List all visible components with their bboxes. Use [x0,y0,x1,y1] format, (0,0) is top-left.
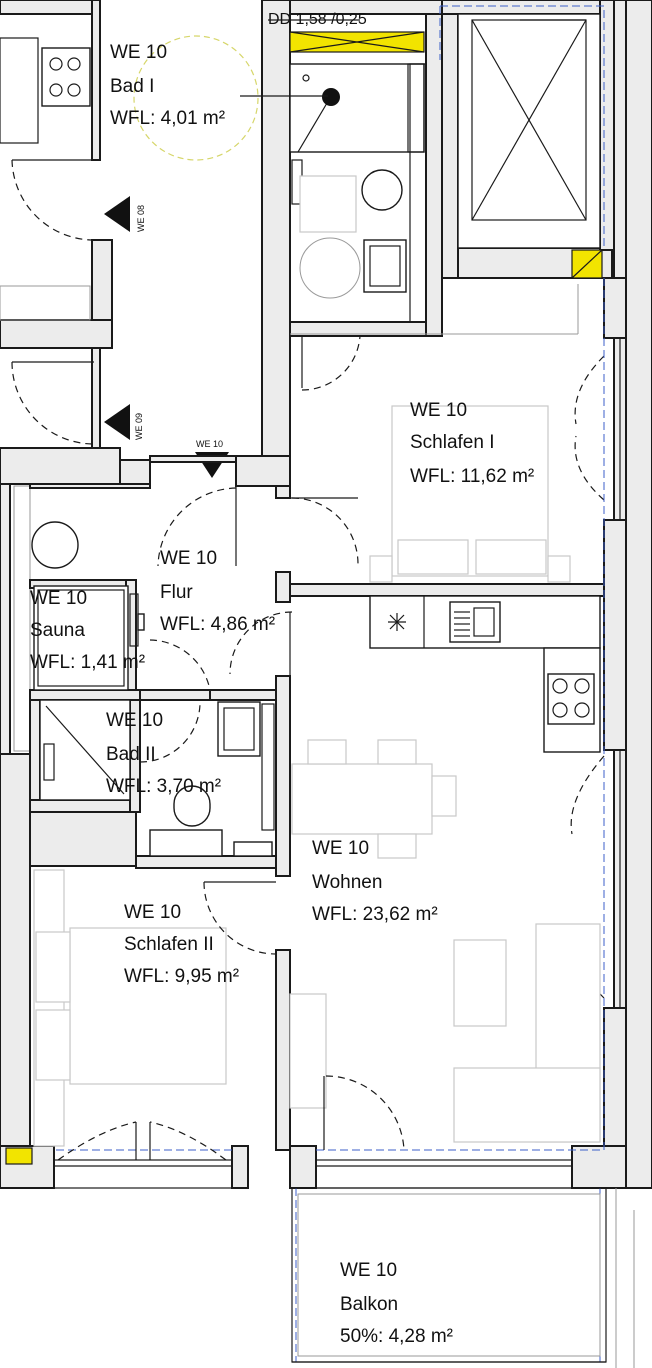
bad1-fixtures [240,63,427,323]
flur-round-table [31,521,79,569]
svg-text:Bad I: Bad I [110,76,154,97]
walls [0,0,652,1189]
bad2-fixtures [39,699,275,857]
balcony [291,1187,635,1368]
sauna-cabin [33,585,145,691]
room-label-bad1: WE 10 Bad I WFL: 4,01 m² [110,42,225,129]
svg-text:WE 10: WE 10 [106,710,163,731]
svg-text:WFL: 11,62 m²: WFL: 11,62 m² [410,466,534,487]
svg-text:WE 10: WE 10 [124,902,181,923]
svg-text:WFL: 23,62 m²: WFL: 23,62 m² [312,904,438,925]
svg-text:Schlafen II: Schlafen II [124,934,214,955]
bad2-door [139,699,201,763]
svg-text:WE 10: WE 10 [110,42,167,63]
bad1-turn-circle [133,35,259,161]
svg-text:WE 10: WE 10 [196,439,223,449]
sideboard [289,993,327,1109]
bad1-door [301,335,361,391]
svg-text:WE 10: WE 10 [160,548,217,569]
room-label-flur: WE 10 Flur WFL: 4,86 m² [160,548,275,635]
svg-text:WE 10: WE 10 [340,1260,397,1281]
schlafen1-bed [369,405,571,583]
svg-text:WE 10: WE 10 [410,400,467,421]
neighbour-unit [0,0,121,1155]
wohnen-door [229,611,293,676]
hatched-wall-bottom [5,1147,33,1165]
svg-text:Wohnen: Wohnen [312,872,382,893]
svg-text:WE 10: WE 10 [30,588,87,609]
stair-marker-we09: WE 09 [104,404,144,440]
svg-text:Flur: Flur [160,582,193,603]
svg-text:WE 10: WE 10 [312,838,369,859]
room-label-schlafen1: WE 10 Schlafen I WFL: 11,62 m² [410,400,534,487]
wohnen-balcony-door [323,1075,405,1151]
kitchen [369,595,601,753]
svg-text:Bad II: Bad II [106,744,156,765]
svg-text:Sauna: Sauna [30,620,85,641]
svg-text:Schlafen I: Schlafen I [410,432,495,453]
schlafen2-balcony-doors [57,1121,227,1161]
svg-text:Balkon: Balkon [340,1294,398,1315]
sofa [453,923,601,1143]
room-label-schlafen2: WE 10 Schlafen II WFL: 9,95 m² [124,902,239,987]
svg-text:WFL: 9,95 m²: WFL: 9,95 m² [124,966,239,987]
svg-text:WFL: 3,70 m²: WFL: 3,70 m² [106,776,221,797]
sauna-door [149,639,211,691]
schlafen2-door [203,881,277,955]
dd-annotation: DD 1,58 /0,25 [268,11,603,279]
svg-text:WFL: 4,86 m²: WFL: 4,86 m² [160,614,275,635]
dashed-outline [54,5,605,1151]
svg-text:WE 08: WE 08 [136,205,146,232]
windows-bottom [53,1159,573,1189]
svg-text:WE 09: WE 09 [134,413,144,440]
room-label-wohnen: WE 10 Wohnen WFL: 23,62 m² [312,838,438,925]
schlafen1-door [290,497,359,565]
room-label-bad2: WE 10 Bad II WFL: 3,70 m² [106,710,221,797]
svg-text:50%: 4,28 m²: 50%: 4,28 m² [340,1326,453,1347]
stair-marker-we08: WE 08 [104,196,146,232]
room-label-sauna: WE 10 Sauna WFL: 1,41 m² [30,588,145,673]
entrance-door [157,486,237,567]
schlafen2-bed [33,869,227,1147]
svg-text:WFL: 1,41 m²: WFL: 1,41 m² [30,652,145,673]
dining-table [291,739,457,859]
shaft-x-box [457,13,601,249]
svg-text:WFL: 4,01 m²: WFL: 4,01 m² [110,108,225,129]
neighbour-cooktop [41,47,91,107]
room-label-balkon: WE 10 Balkon 50%: 4,28 m² [340,1260,453,1347]
